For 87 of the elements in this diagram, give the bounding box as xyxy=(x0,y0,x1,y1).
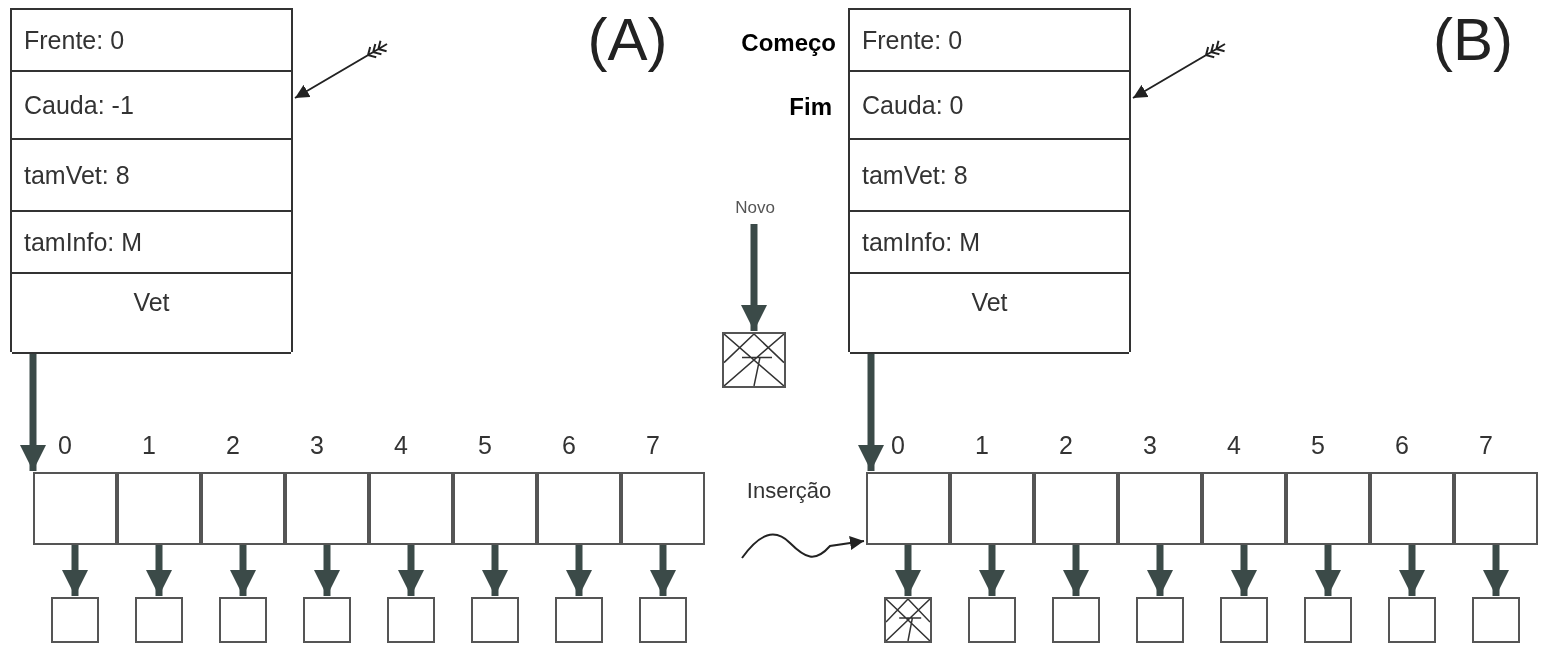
arrow xyxy=(294,39,388,99)
element-box xyxy=(303,597,351,643)
arrow xyxy=(741,533,865,559)
element-box xyxy=(1052,597,1100,643)
array-cell xyxy=(453,472,537,545)
array-cell xyxy=(621,472,705,545)
element-box xyxy=(1472,597,1520,643)
element-box xyxy=(968,597,1016,643)
array-cell xyxy=(1370,472,1454,545)
arrow xyxy=(314,545,340,596)
field-row: tamVet: 8 xyxy=(850,140,1129,212)
element-box xyxy=(219,597,267,643)
array-cell xyxy=(1286,472,1370,545)
arrow xyxy=(146,545,172,596)
field-row: tamVet: 8 xyxy=(12,140,291,212)
panel-label: (A) xyxy=(586,5,669,75)
field-row: Cauda: -1 xyxy=(12,72,291,140)
element-box xyxy=(1136,597,1184,643)
element-box xyxy=(387,597,435,643)
array-cell xyxy=(866,472,950,545)
record-box xyxy=(848,8,1131,352)
field-row: Vet xyxy=(12,274,291,354)
array-cell xyxy=(537,472,621,545)
element-box xyxy=(51,597,99,643)
field-row: tamInfo: M xyxy=(12,212,291,274)
panel-label: (B) xyxy=(1432,5,1514,75)
element-box xyxy=(471,597,519,643)
arrow xyxy=(482,545,508,596)
arrow xyxy=(398,545,424,596)
index-number: 4 xyxy=(393,430,409,461)
element-box xyxy=(1304,597,1352,643)
arrow xyxy=(1147,545,1173,596)
array-cell xyxy=(117,472,201,545)
index-number: 7 xyxy=(1478,430,1494,461)
arrow xyxy=(1231,545,1257,596)
field-row: Vet xyxy=(850,274,1129,354)
array-cell xyxy=(950,472,1034,545)
node-label: Novo xyxy=(722,198,788,224)
arrow xyxy=(62,545,88,596)
index-number: 2 xyxy=(225,430,241,461)
field-row: Frente: 0 xyxy=(850,10,1129,72)
arrow xyxy=(895,545,921,596)
array-cell xyxy=(1118,472,1202,545)
arrow xyxy=(20,353,46,471)
array-cell xyxy=(1202,472,1286,545)
array-cell xyxy=(1454,472,1538,545)
array-cell xyxy=(369,472,453,545)
array-cell xyxy=(285,472,369,545)
record-box xyxy=(10,8,293,352)
index-number: 1 xyxy=(141,430,157,461)
index-number: 3 xyxy=(309,430,325,461)
field-row: Cauda: 0 xyxy=(850,72,1129,140)
pointer-label: Fim xyxy=(788,92,832,122)
field-row: tamInfo: M xyxy=(850,212,1129,274)
index-number: 6 xyxy=(1394,430,1410,461)
arrow xyxy=(1063,545,1089,596)
arrow xyxy=(1132,39,1226,99)
filled-element-box xyxy=(722,332,786,388)
element-box xyxy=(1220,597,1268,643)
array-cell xyxy=(33,472,117,545)
filled-element-box xyxy=(884,597,932,643)
element-box xyxy=(135,597,183,643)
index-number: 3 xyxy=(1142,430,1158,461)
arrow xyxy=(230,545,256,596)
index-number: 1 xyxy=(974,430,990,461)
arrow xyxy=(858,353,884,471)
arrow xyxy=(979,545,1005,596)
index-number: 2 xyxy=(1058,430,1074,461)
pointer-label: Começo xyxy=(740,28,836,58)
index-number: 4 xyxy=(1226,430,1242,461)
index-number: 0 xyxy=(890,430,906,461)
arrow xyxy=(1315,545,1341,596)
index-number: 6 xyxy=(561,430,577,461)
index-number: 5 xyxy=(1310,430,1326,461)
element-box xyxy=(1388,597,1436,643)
array-cell xyxy=(201,472,285,545)
element-box xyxy=(639,597,687,643)
field-row: Frente: 0 xyxy=(12,10,291,72)
index-number: 5 xyxy=(477,430,493,461)
element-box xyxy=(555,597,603,643)
index-number: 7 xyxy=(645,430,661,461)
arrow xyxy=(1483,545,1509,596)
arrow xyxy=(1399,545,1425,596)
arrow xyxy=(650,545,676,596)
index-number: 0 xyxy=(57,430,73,461)
array-cell xyxy=(1034,472,1118,545)
arrow xyxy=(566,545,592,596)
